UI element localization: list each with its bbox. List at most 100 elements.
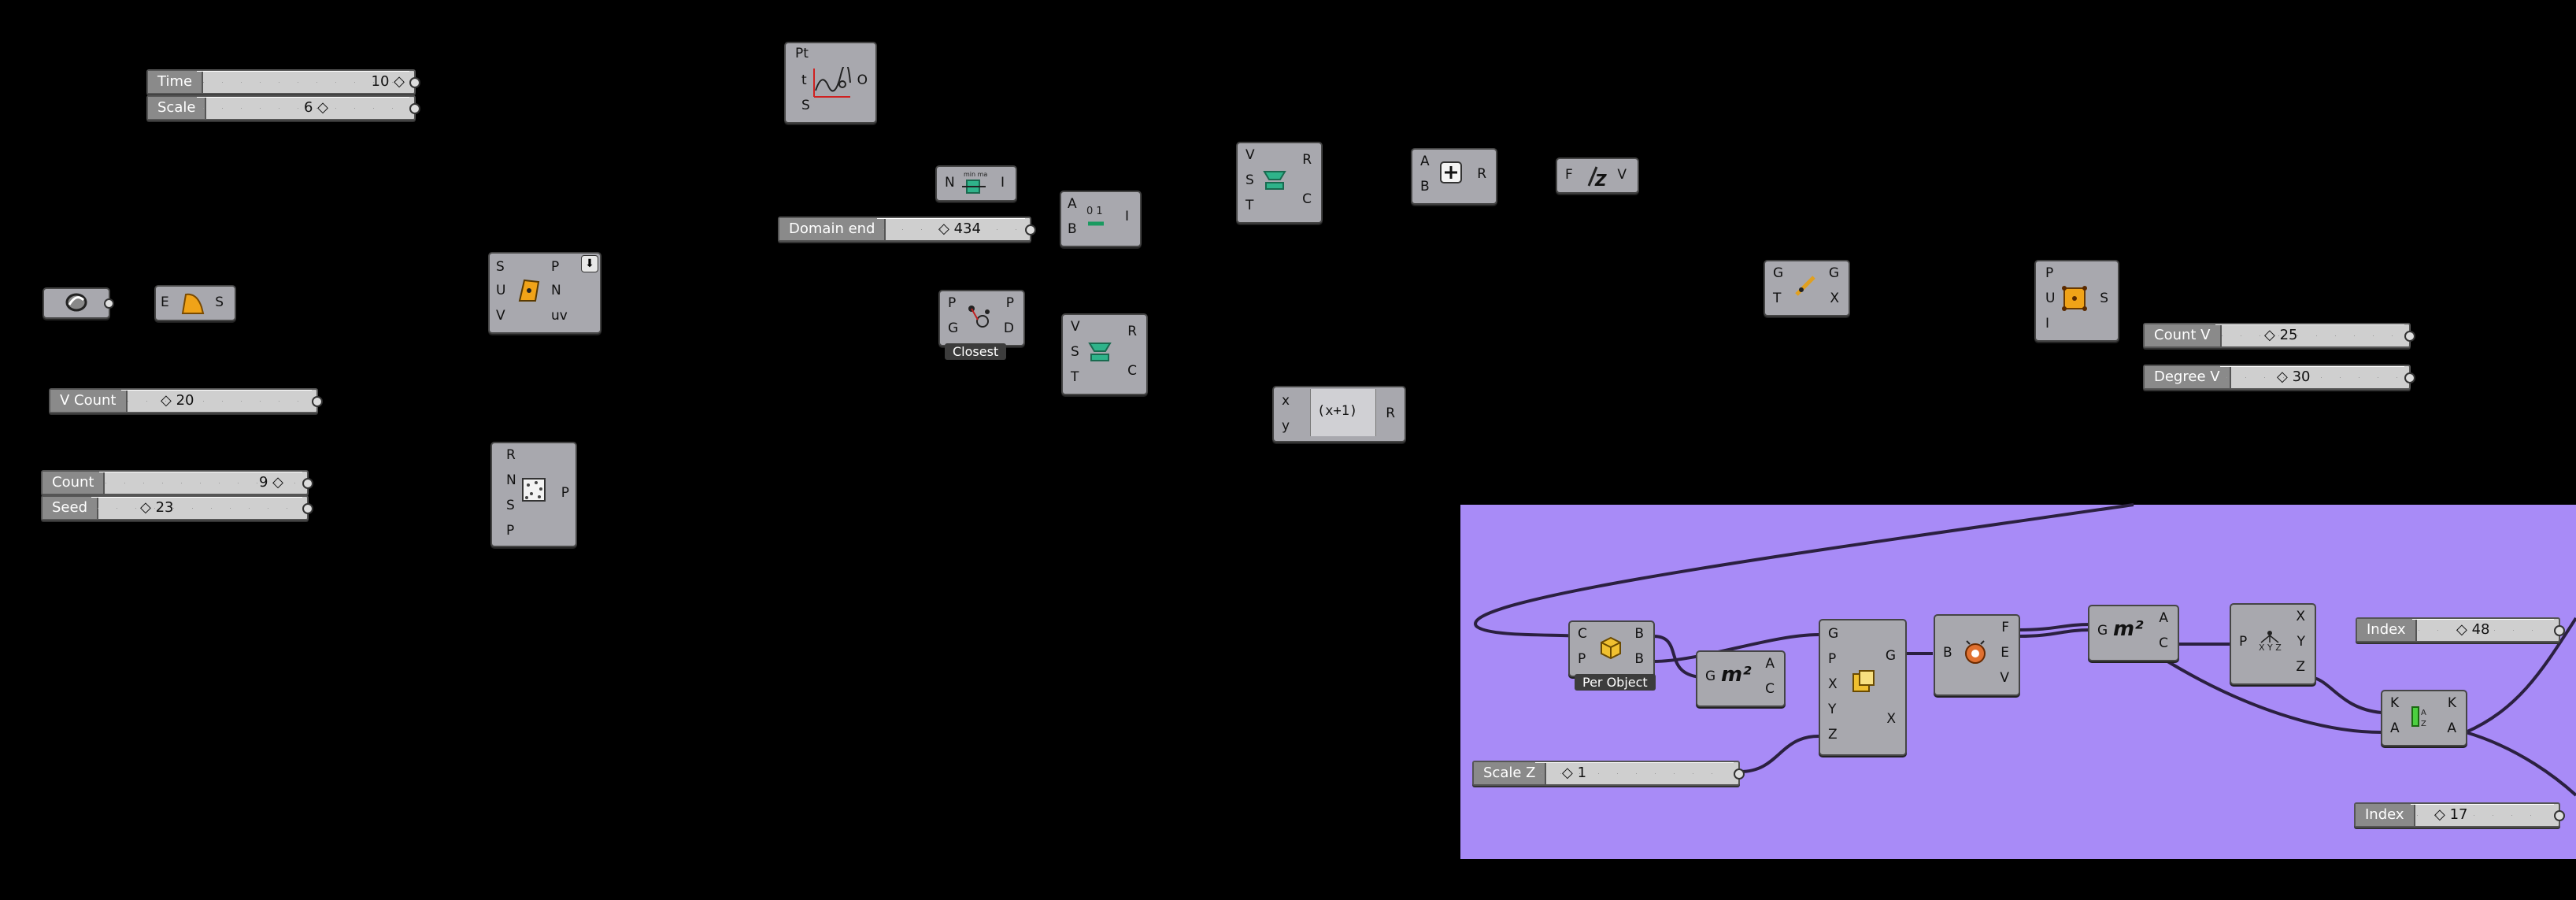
output-port-i[interactable]: I: [1124, 209, 1129, 224]
output-port-g[interactable]: G: [1885, 648, 1896, 664]
input-port-p[interactable]: P: [1578, 651, 1586, 667]
bounds-component[interactable]: N min max I: [935, 165, 1017, 202]
input-port-p[interactable]: P: [1828, 651, 1837, 667]
output-port-r[interactable]: R: [1477, 166, 1486, 182]
input-port-r[interactable]: R: [506, 447, 516, 463]
output-port-p[interactable]: P: [1005, 295, 1014, 311]
output-port-c[interactable]: C: [1127, 363, 1137, 379]
output-port-r[interactable]: R: [1127, 324, 1137, 339]
count-slider[interactable]: Count 9 ◇: [41, 470, 313, 495]
output-port-k[interactable]: K: [2447, 695, 2456, 711]
input-port-g[interactable]: G: [1705, 669, 1716, 684]
area-component[interactable]: G m² A C: [2088, 605, 2179, 661]
index-slider-17[interactable]: Index ◇ 17: [2354, 802, 2565, 828]
v-count-slider[interactable]: V Count ◇ 20: [49, 388, 323, 413]
input-port-b[interactable]: B: [1068, 221, 1077, 237]
output-port-o[interactable]: O: [857, 72, 868, 88]
area-component[interactable]: G m² A C: [1696, 650, 1786, 707]
input-port-n[interactable]: N: [945, 175, 955, 191]
output-port-c[interactable]: C: [1765, 681, 1775, 697]
scale-non-uniform-component[interactable]: G P X Y Z G X: [1819, 619, 1907, 756]
output-port-f[interactable]: F: [2001, 620, 2009, 635]
output-port-s[interactable]: S: [2100, 291, 2108, 306]
input-port-t[interactable]: T: [1071, 369, 1079, 385]
input-port-s[interactable]: S: [496, 259, 505, 275]
output-port-x[interactable]: X: [1886, 711, 1896, 727]
deconstruct-point-component[interactable]: P X Y Z X Y Z: [2230, 603, 2316, 685]
input-port-p[interactable]: P: [2239, 634, 2248, 650]
input-port-s[interactable]: S: [1245, 172, 1254, 188]
input-port-f[interactable]: F: [1565, 167, 1573, 183]
input-port-x[interactable]: X: [1828, 676, 1838, 692]
sort-component[interactable]: K A A Z K A: [2381, 690, 2467, 746]
sort-list-component[interactable]: V S T R C: [1236, 142, 1323, 224]
input-port-k[interactable]: K: [2390, 695, 2400, 711]
input-port-x[interactable]: x: [1282, 393, 1290, 409]
input-port-t[interactable]: T: [1773, 291, 1782, 306]
input-port-s[interactable]: S: [1071, 344, 1079, 360]
input-port-g[interactable]: G: [1828, 626, 1839, 642]
closest-point-component[interactable]: P G P D: [938, 290, 1025, 346]
compare-component[interactable]: A B 0 1 I: [1060, 191, 1142, 247]
expression-display[interactable]: (x+1): [1310, 389, 1376, 436]
sort-list-component[interactable]: V S T R C: [1061, 313, 1148, 395]
input-port-p[interactable]: P: [506, 523, 515, 539]
graph-mapper-component[interactable]: Pt t S O: [784, 42, 877, 124]
domain-end-slider[interactable]: Domain end ◇ 434: [778, 217, 1036, 242]
unit-z-component[interactable]: F Z V: [1556, 157, 1639, 194]
input-port-u[interactable]: U: [2045, 291, 2056, 306]
input-port-a[interactable]: A: [2390, 720, 2400, 736]
output-port-s[interactable]: S: [215, 294, 224, 310]
input-port-c[interactable]: C: [1578, 626, 1587, 642]
move-component[interactable]: G T G X: [1764, 260, 1850, 317]
output-port-b[interactable]: B: [1634, 651, 1644, 667]
evaluate-surface-component[interactable]: S U V P N uv ⬇: [488, 252, 601, 334]
output-port-e[interactable]: E: [2000, 645, 2009, 661]
output-port-a[interactable]: A: [2447, 720, 2456, 736]
input-port-t[interactable]: T: [1245, 198, 1254, 213]
input-port-b[interactable]: B: [1420, 179, 1430, 194]
index-slider-48[interactable]: Index ◇ 48: [2356, 617, 2565, 643]
input-port-t[interactable]: t: [801, 72, 807, 88]
input-port-b[interactable]: B: [1943, 645, 1952, 661]
time-slider[interactable]: Time 10 ◇: [146, 69, 420, 94]
input-port-n[interactable]: N: [506, 472, 516, 488]
input-port-g[interactable]: G: [948, 320, 959, 336]
input-port-v[interactable]: V: [496, 308, 505, 324]
scale-slider[interactable]: Scale 6 ◇: [146, 95, 420, 120]
output-port-r[interactable]: R: [1386, 406, 1395, 421]
output-port-v[interactable]: V: [1617, 167, 1627, 183]
output-port-i[interactable]: I: [1000, 175, 1005, 191]
output-port-z[interactable]: Z: [2296, 659, 2305, 675]
output-port-b[interactable]: B: [1634, 626, 1644, 642]
seed-slider[interactable]: Seed ◇ 23: [41, 495, 313, 520]
input-port-a[interactable]: A: [1068, 196, 1077, 212]
addition-component[interactable]: A B R: [1411, 148, 1497, 205]
expression-component[interactable]: x y (x+1) R: [1272, 386, 1406, 443]
output-port-c[interactable]: C: [1302, 191, 1312, 207]
degree-v-slider[interactable]: Degree V ◇ 30: [2143, 365, 2415, 390]
output-port-x[interactable]: X: [2296, 609, 2305, 624]
bounding-box-component[interactable]: C P B B: [1568, 620, 1655, 677]
output-port-uv[interactable]: uv: [551, 308, 568, 324]
output-port-y[interactable]: Y: [2297, 634, 2305, 650]
input-port-y[interactable]: Y: [1828, 702, 1837, 717]
input-port-g[interactable]: G: [2097, 623, 2108, 639]
deconstruct-brep-component[interactable]: B F E V: [1934, 614, 2020, 696]
output-port-n[interactable]: N: [551, 283, 561, 298]
input-port-pt[interactable]: Pt: [795, 46, 809, 61]
input-port-z[interactable]: Z: [1828, 727, 1838, 743]
scale-z-slider[interactable]: Scale Z ◇ 1: [1472, 761, 1745, 786]
populate-component[interactable]: R N S P P: [490, 442, 577, 547]
input-port-p[interactable]: P: [2045, 265, 2054, 281]
output-port-r[interactable]: R: [1302, 152, 1312, 168]
input-port-g[interactable]: G: [1773, 265, 1784, 281]
output-port-v[interactable]: V: [2000, 670, 2009, 686]
input-port-v[interactable]: V: [1245, 147, 1255, 163]
output-port-d[interactable]: D: [1003, 320, 1014, 336]
output-port-a[interactable]: A: [1765, 656, 1775, 672]
surface-from-points-component[interactable]: P U I S: [2034, 260, 2119, 342]
input-port-u[interactable]: U: [496, 283, 506, 298]
input-port-v[interactable]: V: [1071, 319, 1080, 335]
expand-icon[interactable]: ⬇: [581, 255, 598, 272]
